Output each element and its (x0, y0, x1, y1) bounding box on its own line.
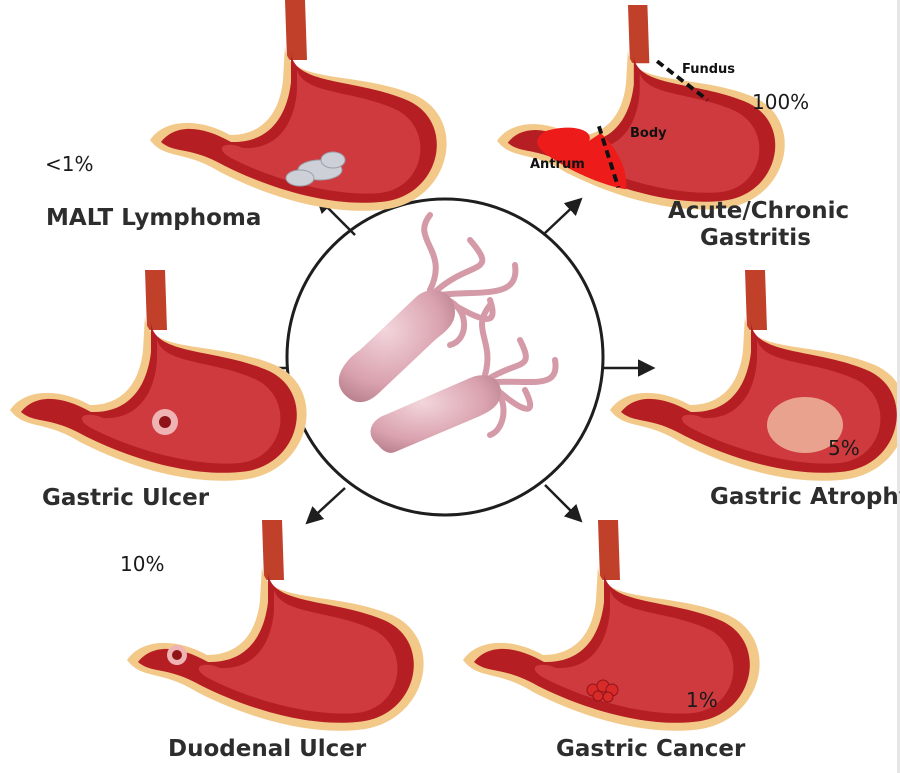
gastric-atrophy-percent: 5% (828, 436, 860, 460)
gastritis-label-line1: Acute/Chronic (668, 198, 850, 224)
stomach-icon (463, 520, 760, 731)
stomach-icon (610, 270, 900, 481)
ulcer-icon (167, 645, 187, 665)
duodenal-ulcer-label: Duodenal Ulcer (168, 736, 367, 762)
antrum-region-label: Antrum (530, 157, 585, 172)
ulcer-icon (152, 409, 178, 435)
body-region-label: Body (630, 126, 667, 141)
arrow-icon (544, 484, 583, 523)
arrow-icon (544, 197, 583, 234)
gastritis-percent: 100% (752, 90, 810, 114)
panel-edge (897, 0, 900, 773)
stomach-icon (127, 520, 424, 731)
gastritis-label-line2: Gastritis (700, 225, 811, 251)
gastric-atrophy-label: Gastric Atrophy (710, 484, 900, 510)
arrow-icon (305, 487, 346, 525)
gastric-ulcer-label: Gastric Ulcer (42, 485, 210, 511)
gastric-ulcer-percent: 10% (120, 552, 165, 576)
fundus-region-label: Fundus (682, 62, 736, 77)
stomach-icon (150, 0, 447, 211)
central-bacteria-circle (285, 197, 605, 517)
tumor-icon (586, 679, 619, 703)
malt-lymphoma-label: MALT Lymphoma (46, 205, 262, 231)
malt-lymphoma-percent: <1% (45, 152, 94, 176)
helicobacter-bacterium-icon (338, 212, 559, 453)
stomach-icon (497, 5, 785, 210)
atrophy-patch-icon (767, 397, 843, 453)
gastric-cancer-percent: 1% (686, 688, 718, 712)
stomach-icon (10, 270, 307, 481)
lymphoma-mass-icon (285, 151, 346, 187)
gastric-cancer-label: Gastric Cancer (556, 736, 746, 762)
